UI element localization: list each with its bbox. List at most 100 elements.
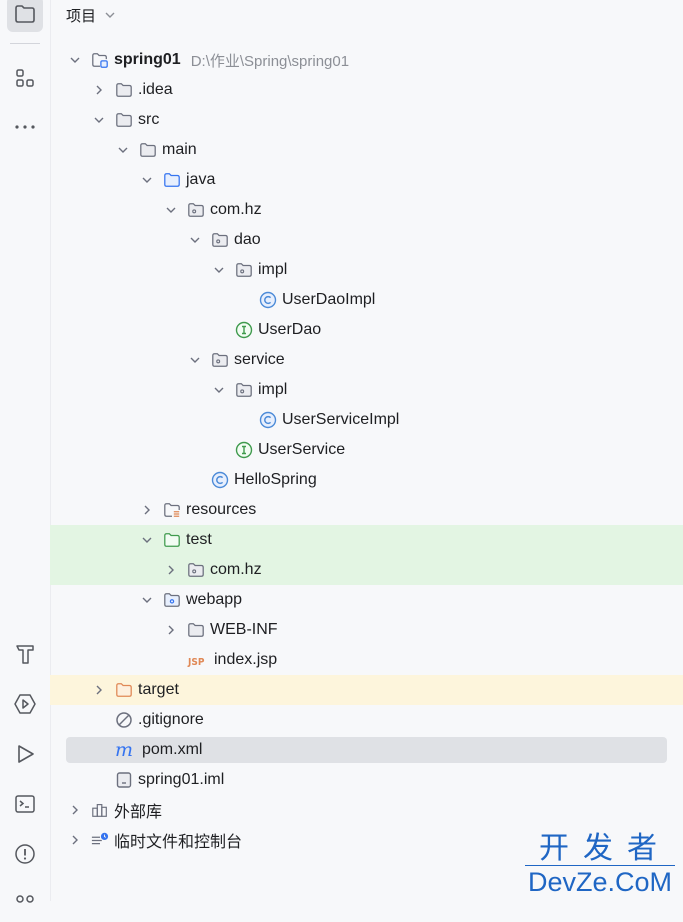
excluded-folder-icon (115, 681, 133, 699)
tree-node-java[interactable]: java (50, 165, 683, 195)
services-icon (14, 694, 36, 714)
structure-tool-button[interactable] (7, 60, 43, 96)
tree-arrow-placeholder (235, 292, 251, 308)
tree-node-label: target (138, 681, 179, 698)
source-folder-icon (163, 171, 181, 189)
chevron-down-icon[interactable] (139, 592, 155, 608)
tree-node-com-hz[interactable]: com.hz (50, 555, 683, 585)
interface-icon (235, 321, 253, 339)
chevron-right-icon[interactable] (139, 502, 155, 518)
services-tool-button[interactable] (7, 686, 43, 722)
watermark-top-text: 开发者 (525, 833, 675, 866)
chevron-right-icon[interactable] (91, 82, 107, 98)
run-tool-button[interactable] (7, 736, 43, 772)
tree-node-hellospring[interactable]: HelloSpring (50, 465, 683, 495)
library-icon (91, 801, 109, 819)
tree-node-main[interactable]: main (50, 135, 683, 165)
web-folder-icon (163, 591, 181, 609)
tree-node-label: .gitignore (138, 711, 204, 728)
tree-node-impl[interactable]: impl (50, 255, 683, 285)
chevron-down-icon[interactable] (139, 172, 155, 188)
project-tool-button[interactable] (7, 0, 43, 32)
tree-node-webapp[interactable]: webapp (50, 585, 683, 615)
tree-node-userserviceimpl[interactable]: UserServiceImpl (50, 405, 683, 435)
problems-tool-button[interactable] (7, 836, 43, 872)
tree-node-label: 外部库 (114, 804, 163, 821)
build-hammer-icon (16, 645, 34, 664)
problems-icon (15, 844, 35, 864)
tree-arrow-placeholder (211, 322, 227, 338)
tree-node-label: com.hz (210, 561, 262, 578)
chevron-down-icon[interactable] (211, 262, 227, 278)
tree-arrow-placeholder (91, 742, 107, 758)
watermark-bottom-text: DevZe.CoM (527, 867, 673, 897)
tree-node-userdaoimpl[interactable]: UserDaoImpl (50, 285, 683, 315)
tree-node-label: webapp (186, 591, 243, 608)
tree-node-label: java (186, 171, 216, 188)
chevron-down-icon[interactable] (163, 202, 179, 218)
chevron-down-icon[interactable] (115, 142, 131, 158)
chevron-down-icon[interactable] (67, 52, 83, 68)
tree-node-test[interactable]: test (50, 525, 683, 555)
package-icon (235, 261, 253, 279)
tree-node-label: HelloSpring (234, 471, 317, 488)
tree-arrow-placeholder (211, 442, 227, 458)
chevron-right-icon[interactable] (67, 802, 83, 818)
svg-text:JSP: JSP (187, 657, 205, 668)
tree-node-impl[interactable]: impl (50, 375, 683, 405)
maven-icon: m (115, 741, 137, 759)
tree-node-com-hz[interactable]: com.hz (50, 195, 683, 225)
tree-node[interactable]: 外部库 (50, 795, 683, 825)
project-view-title: 项目 (66, 7, 97, 25)
resources-folder-icon (163, 501, 181, 519)
tree-node-label: UserServiceImpl (282, 411, 400, 428)
tree-node-pom-xml[interactable]: m pom.xml (50, 735, 683, 765)
tree-node-idea[interactable]: .idea (50, 75, 683, 105)
chevron-down-icon[interactable] (187, 232, 203, 248)
tree-node-label: spring01.iml (138, 771, 225, 788)
tree-node-userdao[interactable]: UserDao (50, 315, 683, 345)
gitignore-icon (115, 711, 133, 729)
more-tool-button[interactable] (7, 109, 43, 145)
chevron-down-icon[interactable] (91, 112, 107, 128)
tree-node-web-inf[interactable]: WEB-INF (50, 615, 683, 645)
tree-node-service[interactable]: service (50, 345, 683, 375)
tree-node-label: resources (186, 501, 257, 518)
tree-node-gitignore[interactable]: .gitignore (50, 705, 683, 735)
chevron-down-icon[interactable] (139, 532, 155, 548)
tree-node[interactable]: 临时文件和控制台 (50, 825, 683, 855)
tree-node-label: pom.xml (142, 741, 203, 758)
class-icon (211, 471, 229, 489)
class-icon (259, 411, 277, 429)
tree-node-userservice[interactable]: UserService (50, 435, 683, 465)
project-view-header[interactable]: 项目 (66, 5, 116, 25)
sidebar-divider (10, 43, 40, 44)
tree-node-src[interactable]: src (50, 105, 683, 135)
scratches-icon (91, 831, 109, 849)
chevron-down-icon[interactable] (211, 382, 227, 398)
folder-icon (115, 111, 133, 129)
test-folder-icon (163, 531, 181, 549)
chevron-right-icon[interactable] (91, 682, 107, 698)
version-control-tool-button[interactable] (7, 886, 43, 922)
tree-node-target[interactable]: target (50, 675, 683, 705)
tree-node-label: impl (258, 261, 288, 278)
tree-node-resources[interactable]: resources (50, 495, 683, 525)
build-tool-button[interactable] (7, 636, 43, 672)
chevron-down-icon[interactable] (104, 11, 116, 19)
chevron-right-icon[interactable] (163, 622, 179, 638)
chevron-down-icon[interactable] (187, 352, 203, 368)
terminal-tool-button[interactable] (7, 786, 43, 822)
chevron-right-icon[interactable] (163, 562, 179, 578)
tree-node-spring01-iml[interactable]: spring01.iml (50, 765, 683, 795)
class-icon (259, 291, 277, 309)
tree-node-label: .idea (138, 81, 173, 98)
tree-node-label: dao (234, 231, 261, 248)
chevron-right-icon[interactable] (67, 832, 83, 848)
tree-node-label: service (234, 351, 285, 368)
package-icon (187, 561, 205, 579)
tree-node-dao[interactable]: dao (50, 225, 683, 255)
